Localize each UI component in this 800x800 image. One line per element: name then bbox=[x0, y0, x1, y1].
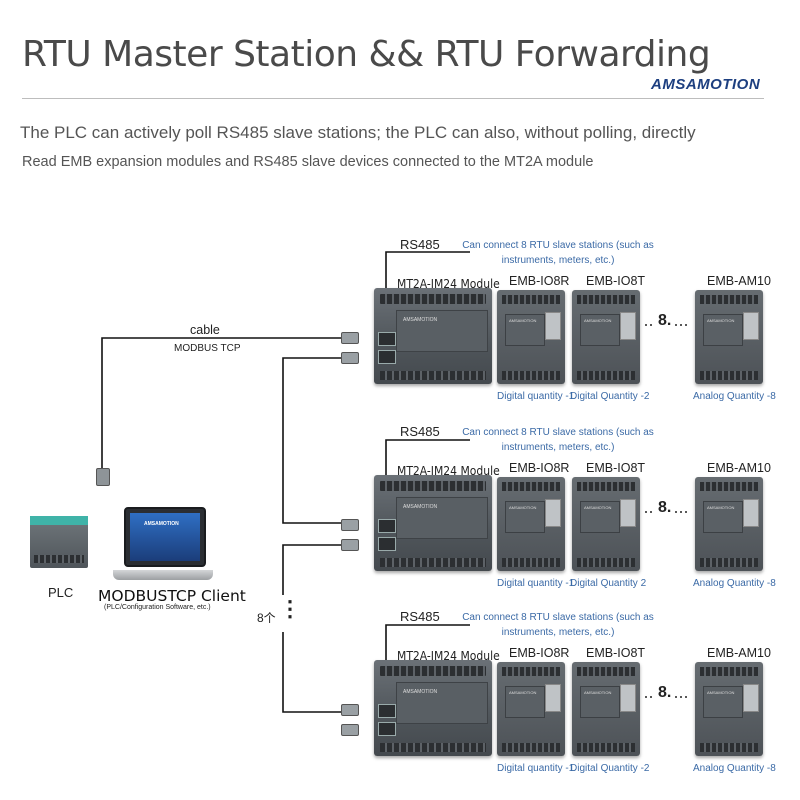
rj45-connector-icon bbox=[96, 468, 110, 486]
rs485-label: RS485 bbox=[400, 609, 440, 624]
expansion-module-2-label: EMB-IO8T bbox=[586, 274, 646, 288]
rs485-line-1 bbox=[385, 251, 470, 290]
expansion-module-1-label: EMB-IO8R bbox=[509, 274, 570, 288]
ethernet-port-icon bbox=[341, 519, 359, 531]
module-brand-text: AMSAMOTION bbox=[403, 504, 438, 510]
rs485-line-2 bbox=[385, 439, 470, 476]
page-title: RTU Master Station && RTU Forwarding bbox=[22, 34, 711, 75]
expansion-module-1-label: EMB-IO8R bbox=[509, 461, 570, 475]
quantity-label-2: Digital Quantity -2 bbox=[570, 391, 650, 402]
ethernet-port-icon bbox=[341, 704, 359, 716]
modbus-tcp-cable bbox=[101, 337, 345, 470]
module-brand-text: AMSAMOTION bbox=[403, 317, 438, 323]
mt2a-im24-module-icon: AMSAMOTION bbox=[374, 475, 492, 571]
quantity-label-3: Analog Quantity -8 bbox=[693, 391, 776, 402]
quantity-label-1: Digital quantity -1 bbox=[497, 391, 575, 402]
cable-protocol-label: MODBUS TCP bbox=[174, 343, 241, 354]
subtitle-line-2: Read EMB expansion modules and RS485 sla… bbox=[22, 154, 594, 170]
cable-label: cable bbox=[190, 323, 220, 337]
quantity-label-2: Digital Quantity 2 bbox=[570, 578, 647, 589]
emb-io8r-module-icon: AMSAMOTION bbox=[497, 290, 565, 384]
client-label: MODBUSTCP Client bbox=[98, 587, 246, 605]
mt2a-im24-module-icon: AMSAMOTION bbox=[374, 288, 492, 384]
expansion-module-2-label: EMB-IO8T bbox=[586, 461, 646, 475]
expansion-count: 8. bbox=[658, 499, 672, 516]
quantity-label-3: Analog Quantity -8 bbox=[693, 763, 776, 774]
main-module-label: MT2A-IM24 Module bbox=[397, 649, 500, 663]
emb-am10-module-icon: AMSAMOTION bbox=[695, 290, 763, 384]
rs485-note-line-2: instruments, meters, etc.) bbox=[501, 627, 615, 638]
emb-am10-module-icon: AMSAMOTION bbox=[695, 477, 763, 571]
daisy-chain-cable-2 bbox=[282, 544, 345, 595]
ethernet-port-icon bbox=[341, 724, 359, 736]
expansion-module-2-label: EMB-IO8T bbox=[586, 646, 646, 660]
module-count-label: 8个 bbox=[257, 611, 276, 625]
mt2a-im24-module-icon: AMSAMOTION bbox=[374, 660, 492, 756]
rs485-note: Can connect 8 RTU slave stations (such a… bbox=[458, 610, 658, 640]
rs485-note-line-1: Can connect 8 RTU slave stations (such a… bbox=[462, 427, 654, 438]
expansion-module-3-label: EMB-AM10 bbox=[707, 646, 771, 660]
emb-io8t-module-icon: AMSAMOTION bbox=[572, 477, 640, 571]
quantity-label-1: Digital quantity -1 bbox=[497, 763, 575, 774]
emb-io8r-module-icon: AMSAMOTION bbox=[497, 662, 565, 756]
client-sublabel: (PLC/Configuration Software, etc.) bbox=[104, 604, 211, 611]
ethernet-port-icon bbox=[341, 352, 359, 364]
emb-io8t-module-icon: AMSAMOTION bbox=[572, 290, 640, 384]
rs485-label: RS485 bbox=[400, 237, 440, 252]
rs485-note-line-2: instruments, meters, etc.) bbox=[501, 442, 615, 453]
rs485-note: Can connect 8 RTU slave stations (such a… bbox=[458, 425, 658, 455]
ethernet-port-icon bbox=[341, 332, 359, 344]
module-brand-text: AMSAMOTION bbox=[403, 689, 438, 695]
plc-device-icon bbox=[30, 516, 88, 568]
plc-label: PLC bbox=[48, 585, 74, 600]
main-module-label: MT2A-IM24 Module bbox=[397, 464, 500, 478]
expansion-count: 8. bbox=[658, 312, 672, 329]
emb-am10-module-icon: AMSAMOTION bbox=[695, 662, 763, 756]
rs485-label: RS485 bbox=[400, 424, 440, 439]
emb-io8r-module-icon: AMSAMOTION bbox=[497, 477, 565, 571]
expansion-module-3-label: EMB-AM10 bbox=[707, 274, 771, 288]
daisy-chain-cable-1 bbox=[282, 357, 345, 524]
laptop-icon: AMSAMOTION bbox=[124, 507, 206, 567]
subtitle-line-1: The PLC can actively poll RS485 slave st… bbox=[20, 123, 696, 142]
quantity-label-1: Digital quantity -1 bbox=[497, 578, 575, 589]
rs485-line-3 bbox=[385, 624, 470, 662]
rs485-note: Can connect 8 RTU slave stations (such a… bbox=[458, 238, 658, 268]
expansion-module-1-label: EMB-IO8R bbox=[509, 646, 570, 660]
laptop-screen-text: AMSAMOTION bbox=[144, 521, 179, 527]
daisy-chain-cable-3 bbox=[282, 632, 345, 713]
expansion-count: 8. bbox=[658, 684, 672, 701]
title-divider bbox=[22, 98, 764, 99]
ethernet-port-icon bbox=[341, 539, 359, 551]
expansion-module-3-label: EMB-AM10 bbox=[707, 461, 771, 475]
module-count-dots: ⋮ bbox=[279, 596, 301, 621]
main-module-label: MT2A-IM24 Module bbox=[397, 277, 500, 291]
rs485-note-line-2: instruments, meters, etc.) bbox=[501, 255, 615, 266]
emb-io8t-module-icon: AMSAMOTION bbox=[572, 662, 640, 756]
rs485-note-line-1: Can connect 8 RTU slave stations (such a… bbox=[462, 240, 654, 251]
quantity-label-3: Analog Quantity -8 bbox=[693, 578, 776, 589]
brand-logo: AMSAMOTION bbox=[651, 76, 761, 93]
laptop-base-icon bbox=[113, 570, 213, 580]
rs485-note-line-1: Can connect 8 RTU slave stations (such a… bbox=[462, 612, 654, 623]
quantity-label-2: Digital Quantity -2 bbox=[570, 763, 650, 774]
